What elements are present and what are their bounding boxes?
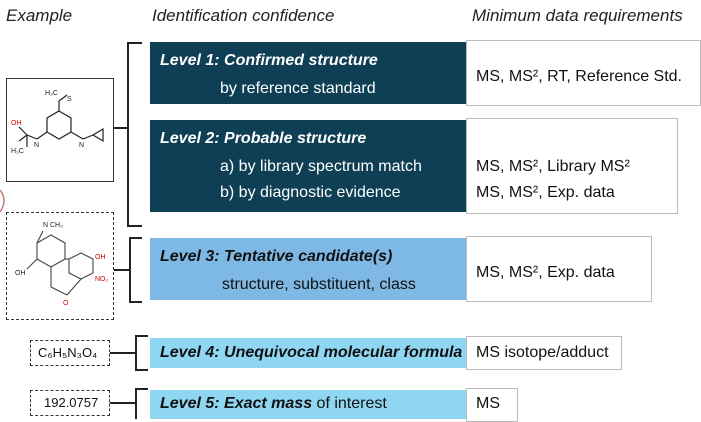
svg-text:H₃C: H₃C <box>45 90 58 97</box>
level3-requirement: MS, MS², Exp. data <box>476 264 615 281</box>
level5-requirement: MS <box>476 395 500 412</box>
level5-box <box>150 390 466 419</box>
svg-text:N: N <box>34 142 39 149</box>
edge-arc <box>0 189 5 213</box>
level3-title: Level 3: Tentative candidate(s) <box>160 248 393 265</box>
level5-title-bold: Level 5: Exact mass <box>160 395 313 412</box>
level3-example-structure: N CH₃ OH NO₂ OH O <box>6 212 114 320</box>
level2-requirement-a: MS, MS², Library MS² <box>476 158 630 175</box>
level2-title: Level 2: Probable structure <box>160 130 367 147</box>
svg-text:OH: OH <box>11 120 22 127</box>
confidence-column-header: Identification confidence <box>152 6 335 25</box>
level1-example-structure: H₃C S OH H₃C N N <box>6 78 114 182</box>
level3-requirements-box <box>466 236 652 302</box>
level4-requirements-box <box>466 336 622 370</box>
level5-example-mass-box <box>30 390 110 416</box>
level3-box <box>150 238 466 300</box>
level4-title: Level 4: Unequivocal molecular formula <box>160 344 463 361</box>
level12-bracket <box>127 42 142 227</box>
svg-text:O: O <box>63 300 69 307</box>
level5-example-mass: 192.0757 <box>44 395 99 410</box>
svg-text:N CH₃: N CH₃ <box>43 222 63 229</box>
example-column-header: Example <box>6 6 73 25</box>
svg-text:OH: OH <box>15 270 26 277</box>
molecule-structure-1: H₃C S OH H₃C N N <box>11 90 104 155</box>
level1-requirement: MS, MS², RT, Reference Std. <box>476 68 682 85</box>
level2-subtitle-a: a) by library spectrum match <box>220 158 422 175</box>
svg-text:H₃C: H₃C <box>11 148 24 155</box>
svg-text:NO₂: NO₂ <box>95 276 109 283</box>
level4-example-formula: C₆H₅N₃O₄ <box>38 345 98 360</box>
level4-requirement: MS isotope/adduct <box>476 344 609 361</box>
level3-subtitle: structure, substituent, class <box>222 276 416 293</box>
svg-text:N: N <box>79 142 84 149</box>
level1-title: Level 1: Confirmed structure <box>160 52 378 69</box>
level3-bracket <box>129 237 142 303</box>
level4-box <box>150 338 466 368</box>
level2-subtitle-b: b) by diagnostic evidence <box>220 184 401 201</box>
level1-subtitle: by reference standard <box>220 80 376 97</box>
level4-example-formula-box <box>30 340 110 366</box>
level2-box <box>150 120 466 212</box>
level2-requirement-b: MS, MS², Exp. data <box>476 184 615 201</box>
molecule-structure-2: N CH₃ OH NO₂ OH O <box>15 222 109 307</box>
level2-requirements-box <box>466 118 678 214</box>
level5-title: Level 5: Exact mass of interest <box>160 395 387 413</box>
level5-bracket <box>135 388 148 419</box>
level5-requirements-box <box>466 388 518 422</box>
svg-text:OH: OH <box>95 254 106 261</box>
level4-bracket <box>135 335 148 371</box>
svg-text:S: S <box>67 96 72 103</box>
level1-box <box>150 42 466 104</box>
requirements-column-header: Minimum data requirements <box>472 6 683 25</box>
level5-title-rest: of interest <box>312 395 387 412</box>
